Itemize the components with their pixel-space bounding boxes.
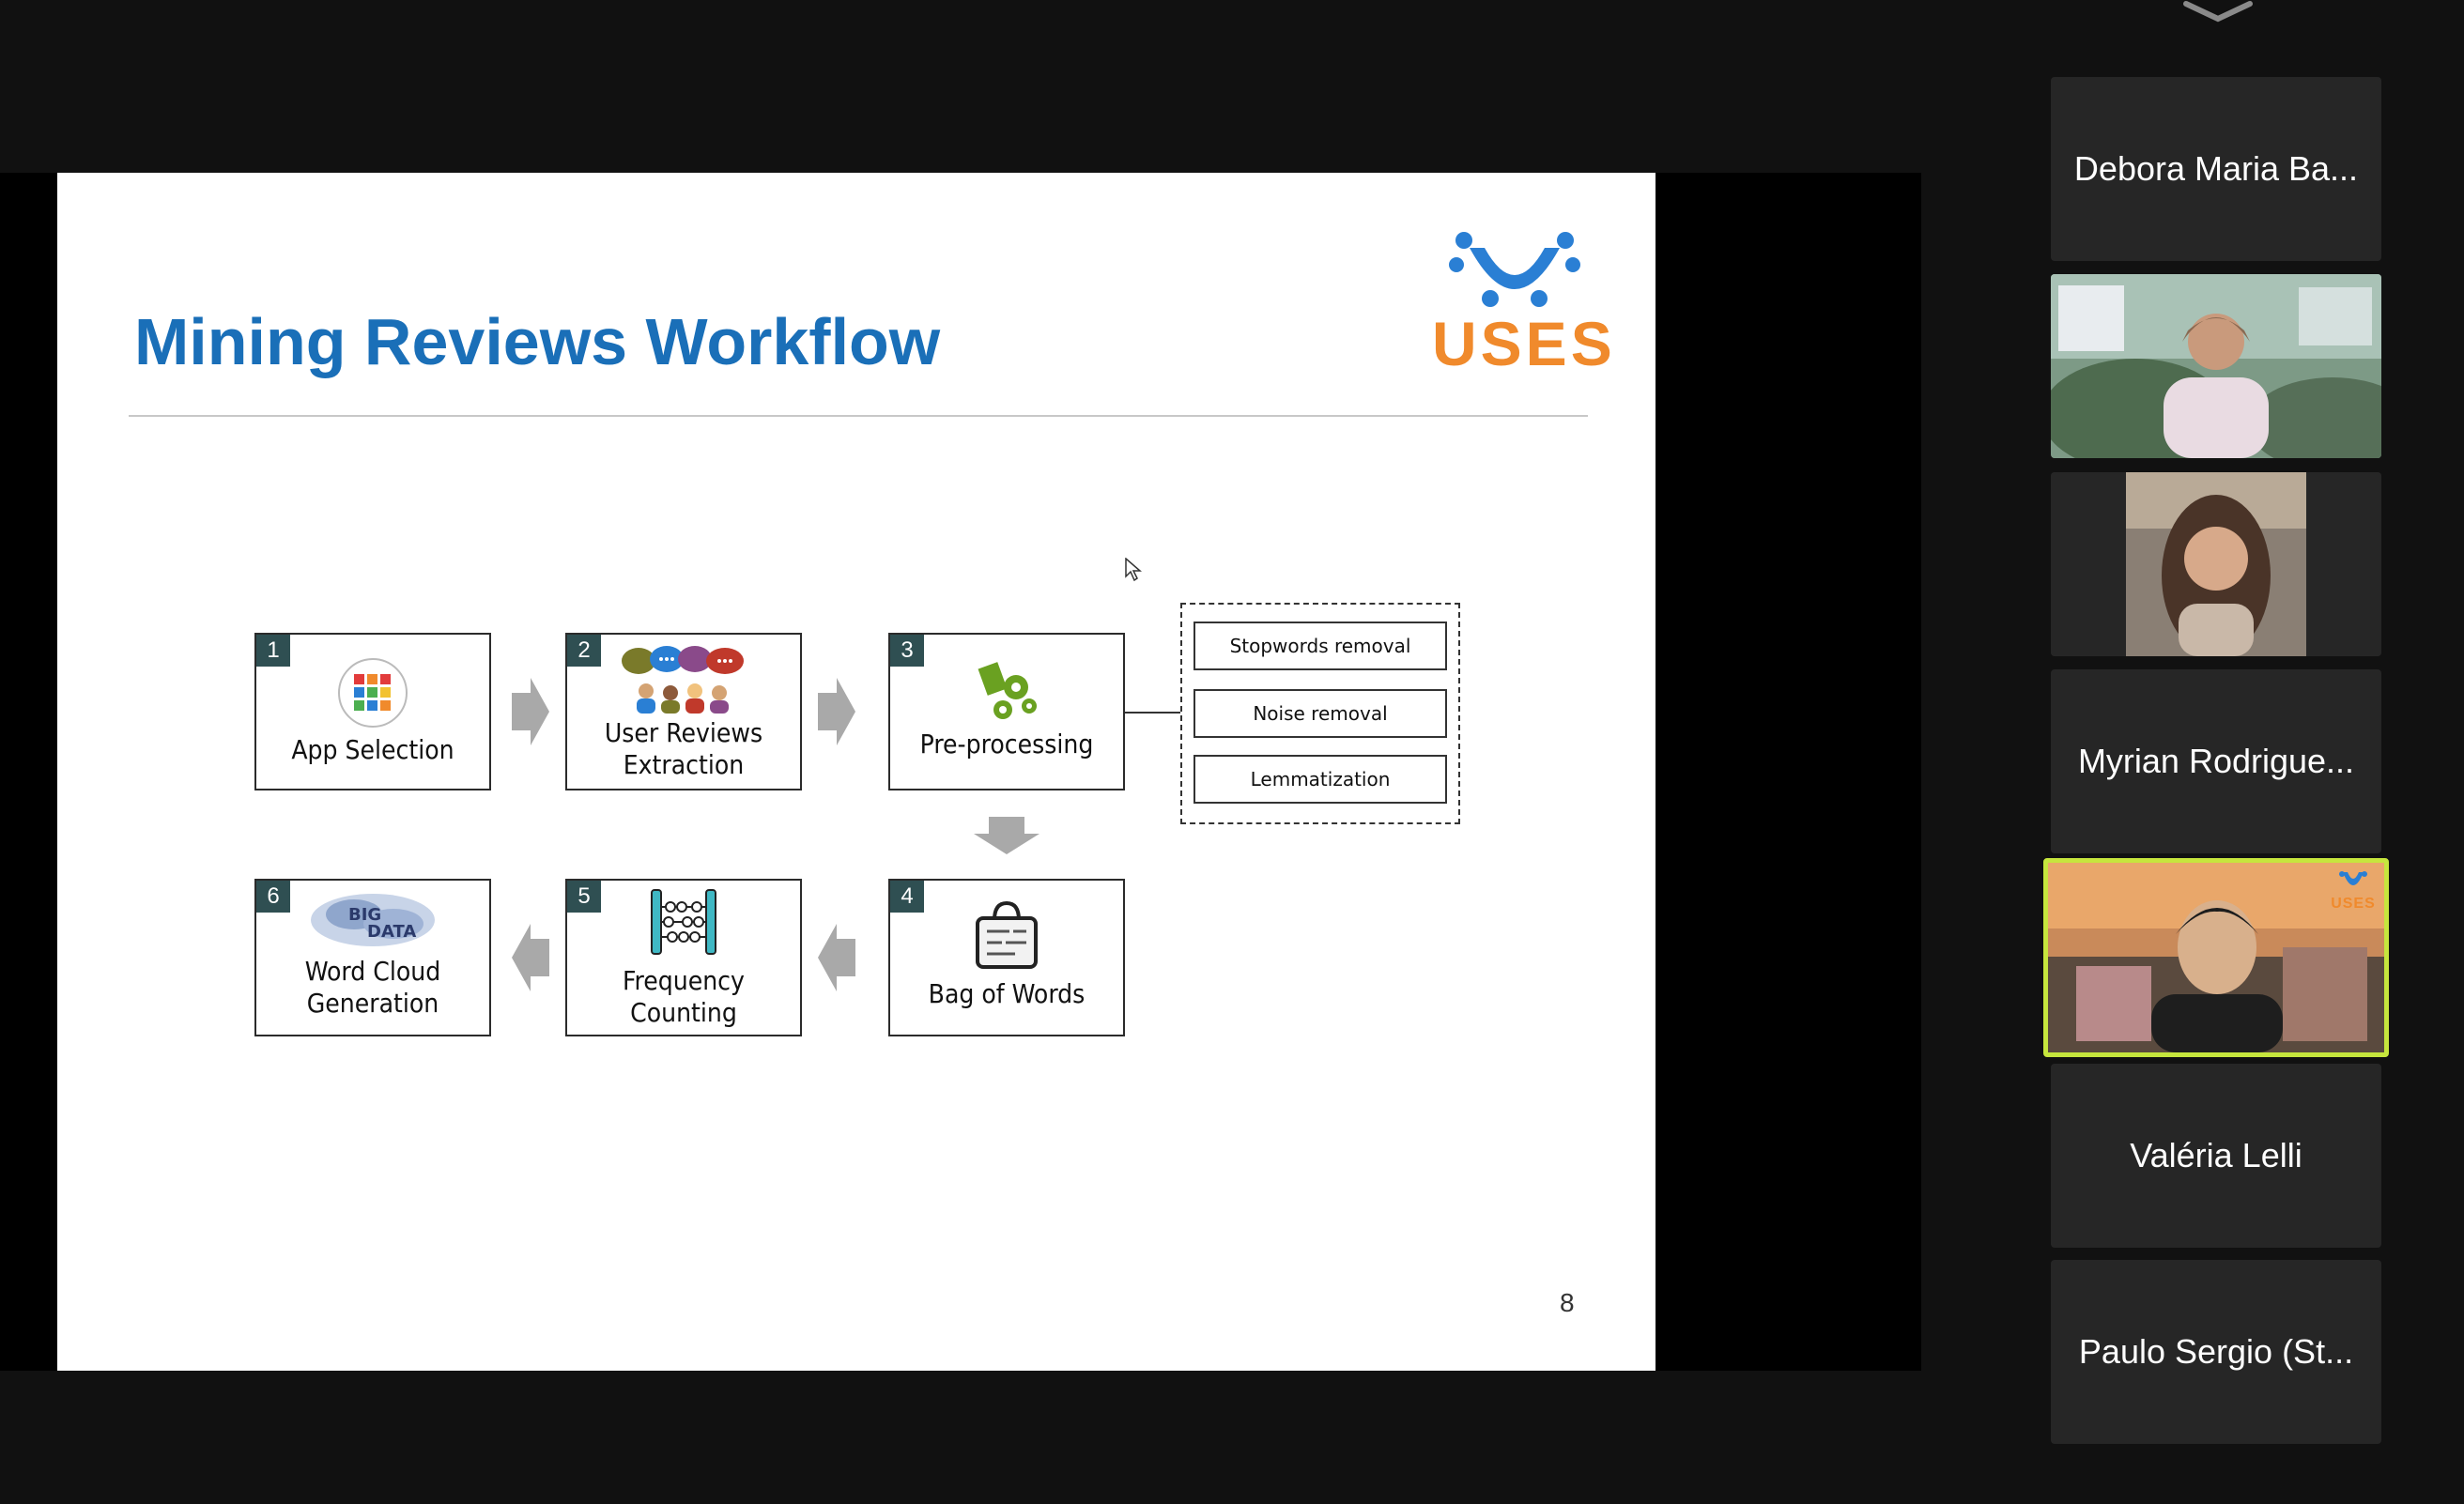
arrow-right-icon (512, 678, 549, 745)
step-label: Frequency Counting (623, 965, 745, 1028)
word-cloud-icon: BIG DATA (311, 894, 435, 946)
overlay-logo-text: USES (2331, 896, 2376, 912)
step-number: 5 (567, 881, 601, 913)
participant-tile[interactable]: Paulo Sergio (St... (2051, 1260, 2381, 1444)
preprocessing-substeps-group: Stopwords removal Noise removal Lemmatiz… (1180, 603, 1460, 824)
svg-text:BIG: BIG (348, 905, 381, 925)
uses-logo-mark-icon (2339, 871, 2367, 885)
workflow-step-bag-of-words: 4 Bag of Words (888, 879, 1125, 1036)
participant-video-feed (2048, 863, 2384, 1052)
arrow-right-icon (818, 678, 855, 745)
participant-tile[interactable]: Valéria Lelli (2051, 1064, 2381, 1248)
participant-tile[interactable]: Debora Maria Ba... (2051, 77, 2381, 261)
participant-name: Debora Maria Ba... (2073, 149, 2359, 188)
step-label: Bag of Words (928, 978, 1086, 1009)
arrow-left-icon (512, 924, 549, 991)
step-label: Word Cloud Generation (304, 956, 441, 1019)
slide-page-number: 8 (1560, 1288, 1575, 1317)
participant-name: Myrian Rodrigue... (2077, 742, 2355, 780)
step-number: 3 (890, 635, 924, 667)
presentation-slide: Mining Reviews Workflow USES 1 App Selec… (57, 173, 1656, 1371)
substep-lemmatization: Lemmatization (1194, 755, 1447, 804)
substep-stopwords-removal: Stopwords removal (1194, 622, 1447, 670)
step-label: Pre-processing (919, 729, 1094, 760)
participant-name: Paulo Sergio (St... (2078, 1332, 2354, 1371)
participant-video-feed (2051, 472, 2381, 656)
logo-text: USES (1432, 309, 1616, 378)
workflow-step-user-reviews-extraction: 2 User Reviews Extraction (565, 633, 802, 790)
step-label: User Reviews Extraction (604, 717, 763, 780)
participant-name: Valéria Lelli (2130, 1136, 2302, 1174)
uses-logo: USES (1432, 227, 1616, 378)
active-speaker-video-tile[interactable]: USES (2043, 858, 2389, 1057)
slide-title: Mining Reviews Workflow (134, 305, 941, 378)
collapse-chevron-icon[interactable] (2180, 0, 2256, 23)
participant-video-feed (2051, 274, 2381, 458)
step-label: App Selection (291, 734, 454, 765)
workflow-step-pre-processing: 3 Pre-processing (888, 633, 1125, 790)
step-number: 6 (256, 881, 290, 913)
title-divider (129, 415, 1588, 417)
people-speech-bubbles-icon (622, 646, 744, 714)
workflow-step-app-selection: 1 App Selection (254, 633, 491, 790)
arrow-down-icon (974, 817, 1040, 854)
arrow-left-icon (818, 924, 855, 991)
gears-document-icon (978, 662, 1037, 719)
uses-mini-logo: USES (2330, 870, 2377, 913)
bag-of-words-icon (976, 900, 1038, 969)
workflow-step-word-cloud-generation: 6 BIG DATA Word Cloud Generation (254, 879, 491, 1036)
workflow-step-frequency-counting: 5 Frequency Counting (565, 879, 802, 1036)
mouse-cursor-icon (1125, 558, 1142, 582)
step-number: 2 (567, 635, 601, 667)
uses-logo-mark-icon (1449, 232, 1580, 307)
participant-tile[interactable]: Myrian Rodrigue... (2051, 669, 2381, 853)
abacus-icon (651, 889, 716, 955)
step-number: 1 (256, 635, 290, 667)
step-number: 4 (890, 881, 924, 913)
app-grid-icon (338, 658, 408, 728)
participant-video-tile[interactable] (2051, 274, 2381, 458)
participant-video-tile[interactable] (2051, 472, 2381, 656)
substep-noise-removal: Noise removal (1194, 689, 1447, 738)
connector-line (1125, 712, 1180, 714)
svg-text:DATA: DATA (367, 922, 416, 942)
